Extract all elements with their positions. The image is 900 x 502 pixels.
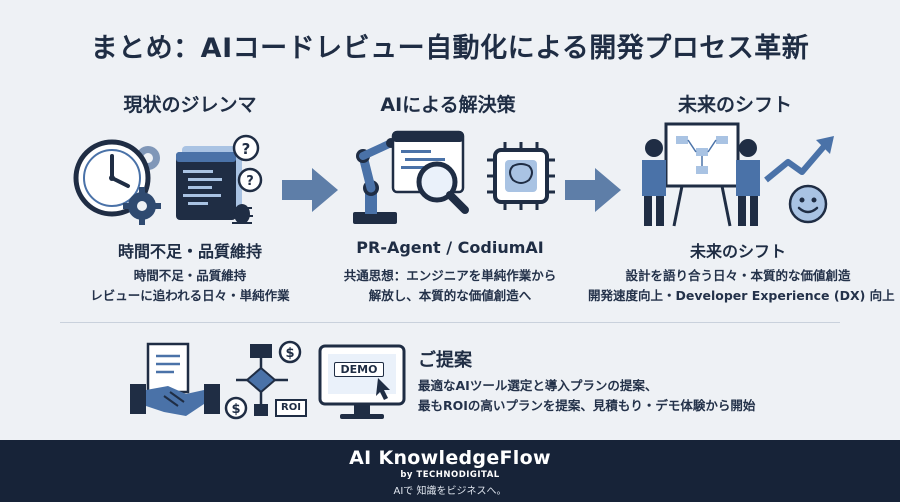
future-illustration: [642, 122, 834, 227]
clock-icon: [73, 139, 151, 217]
solution-illustration: [353, 130, 555, 224]
flowchart-icon: [236, 344, 288, 416]
whiteboard-icon: [664, 122, 740, 227]
dilemma-description: 時間不足・品質維持 レビューに追われる日々・単純作業: [90, 268, 290, 303]
future-shift-heading: 未来のシフト: [677, 94, 792, 116]
arrow-right-icon: [282, 168, 338, 212]
footer-by: by TECHNODIGITAL: [400, 470, 500, 480]
future-description: 設計を語り合う日々・本質的な価値創造 開発速度向上・Developer Expe…: [588, 268, 895, 303]
code-window-icon: [176, 146, 242, 220]
question-icon: ? ?: [232, 134, 263, 193]
arrow-right-icon: [565, 168, 621, 212]
dilemma-subheading: 時間不足・品質維持: [117, 242, 262, 261]
section-divider: [60, 322, 840, 323]
proposal-title: ご提案: [418, 350, 472, 371]
roi-badge: [275, 399, 307, 417]
solution-subheading: PR-Agent / CodiumAI: [356, 238, 544, 257]
proposal-description: 最適なAIツール選定と導入プランの提案、 最もROIの高いプランを提案、見積もり…: [418, 378, 756, 413]
future-subheading: 未来のシフト: [689, 242, 786, 261]
smiley-icon: [788, 184, 828, 224]
svg-text:?: ?: [246, 174, 254, 189]
footer-brand: AI KnowledgeFlow: [349, 447, 551, 469]
demo-monitor-icon: [318, 344, 406, 419]
robot-arm-icon: [353, 138, 397, 224]
gear-icon: [123, 187, 161, 225]
ai-solution-heading: AIによる解決策: [380, 94, 516, 116]
handshake-icon: [130, 384, 220, 416]
solution-description: 共通思想：エンジニアを単純作業から 解放し、本質的な価値創造へ: [343, 268, 557, 303]
growth-arrow-icon: [764, 136, 834, 183]
footer: AI KnowledgeFlow by TECHNODIGITAL AIで 知識…: [0, 440, 900, 502]
document-icon: [146, 342, 190, 394]
page-title: まとめ：AIコードレビュー自動化による開発プロセス革新: [90, 33, 810, 64]
ai-chip-icon: [487, 142, 555, 210]
bug-icon: [231, 204, 253, 224]
svg-text:$: $: [231, 402, 240, 417]
roi-label: ROI: [281, 402, 301, 413]
svg-text:$: $: [285, 346, 294, 361]
footer-tagline: AIで 知識をビジネスへ。: [393, 486, 507, 497]
engineers-icon: [642, 139, 760, 226]
current-dilemma-heading: 現状のジレンマ: [123, 94, 257, 116]
svg-text:?: ?: [242, 140, 251, 158]
demo-label: DEMO: [334, 362, 384, 377]
magnifier-icon: [416, 161, 469, 214]
dollar-icon: $ $: [224, 340, 302, 420]
dilemma-illustration: ? ?: [73, 134, 263, 225]
proposal-illustration: $ $: [130, 340, 406, 420]
